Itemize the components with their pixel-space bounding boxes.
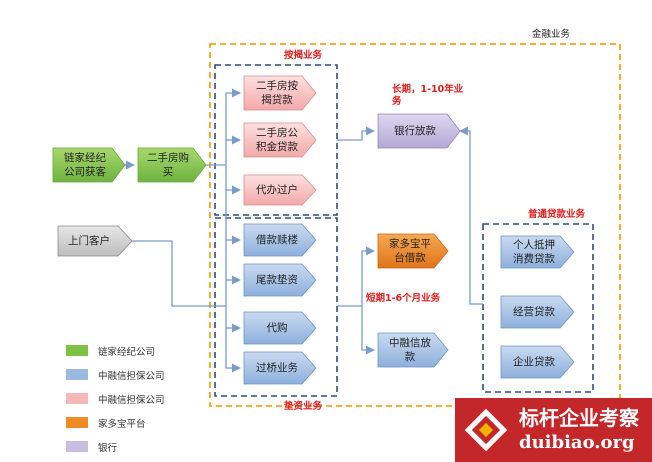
lianjia-node-shape: [52, 147, 126, 183]
proxy-buy-node: 代购: [246, 312, 308, 344]
ordinary-loan-frame: [482, 223, 594, 393]
legend-swatch-jiaduobao: [66, 417, 88, 428]
legend-label-jiaduobao: 家多宝平台: [98, 419, 146, 430]
jiaduobao-node-label: 家多宝平台借款: [389, 238, 431, 264]
ordinary-loan-frame-title: 普通贷款业务: [528, 209, 586, 220]
legend-swatch-zhongrong-blue: [66, 369, 88, 380]
watermark-logo-icon: [464, 408, 508, 452]
business-loan-node-label: 经营贷款: [513, 306, 555, 318]
transfer-agent-node: 代办过户: [246, 175, 308, 205]
finance-frame: [209, 43, 621, 407]
legend-swatch-bank: [66, 441, 88, 452]
personal-loan-node: 个人抵押消费贷款: [503, 236, 565, 268]
connector-lines: [125, 88, 483, 373]
watermark-title: 标杆企业考察: [519, 406, 639, 430]
lianjia-node: 链家经纪公司获客: [55, 148, 115, 182]
mortgage-frame: [214, 64, 338, 216]
jiaduobao-node: 家多宝平台借款: [380, 234, 440, 268]
watermark-banner: 标杆企业考察 duibiao.org: [455, 398, 652, 462]
short-term-annotation: 短期1-6个月业务: [366, 293, 441, 304]
zhongrong-lending-node: 中融信放款: [380, 333, 440, 367]
bank-lending-node: 银行放款: [380, 114, 450, 148]
bridge-frame: [214, 217, 338, 397]
walkin-node-shape: [57, 225, 133, 257]
transfer-agent-node-label: 代办过户: [256, 184, 298, 196]
mortgage-loan-node-label: 二手房按揭贷款: [256, 80, 298, 106]
legend-swatch-zhongrong-pink: [66, 393, 88, 404]
provident-loan-node-label: 二手房公积金贷款: [256, 127, 298, 153]
finance-frame-title: 金融业务: [532, 29, 571, 40]
personal-loan-node-label: 个人抵押消费贷款: [513, 239, 555, 265]
legend-label-lianjia: 链家经纪公司: [98, 347, 156, 358]
tail-advance-node-label: 尾款垫资: [256, 274, 298, 286]
lianjia-node-label: 链家经纪公司获客: [64, 152, 106, 178]
business-loan-node: 经营贷款: [503, 296, 565, 328]
legend-label-zhongrong-blue: 中融信担保公司: [98, 371, 165, 382]
watermark-url: duibiao.org: [519, 432, 635, 453]
mortgage-frame-title: 按揭业务: [284, 50, 323, 61]
walkin-node: 上门客户: [60, 226, 118, 256]
bank-lending-node-label: 银行放款: [394, 125, 436, 137]
long-term-annotation: 长期，1-10年业务: [392, 84, 464, 107]
borrow-floor-node-label: 借款赎楼: [256, 234, 298, 246]
enterprise-loan-node: 企业贷款: [503, 346, 565, 378]
secondhand-buy-node-label: 二手房购买: [147, 152, 189, 178]
provident-loan-node: 二手房公积金贷款: [246, 123, 308, 157]
mortgage-loan-node: 二手房按揭贷款: [246, 76, 308, 110]
enterprise-loan-node-label: 企业贷款: [513, 356, 555, 368]
secondhand-buy-node: 二手房购买: [140, 148, 196, 182]
tail-advance-node: 尾款垫资: [246, 264, 308, 296]
legend-swatch-lianjia: [66, 345, 88, 356]
bridge-business-node-label: 过桥业务: [256, 362, 298, 374]
legend-label-bank: 银行: [98, 443, 118, 454]
proxy-buy-node-label: 代购: [266, 322, 288, 334]
legend-label-zhongrong-pink: 中融信担保公司: [98, 395, 165, 406]
secondhand-buy-node-shape: [137, 147, 207, 183]
zhongrong-lending-node-label: 中融信放款: [389, 337, 431, 363]
walkin-node-label: 上门客户: [68, 235, 110, 247]
bridge-frame-title: 垫资业务: [284, 401, 323, 412]
borrow-floor-node: 借款赎楼: [246, 224, 308, 256]
bridge-business-node: 过桥业务: [246, 352, 308, 384]
